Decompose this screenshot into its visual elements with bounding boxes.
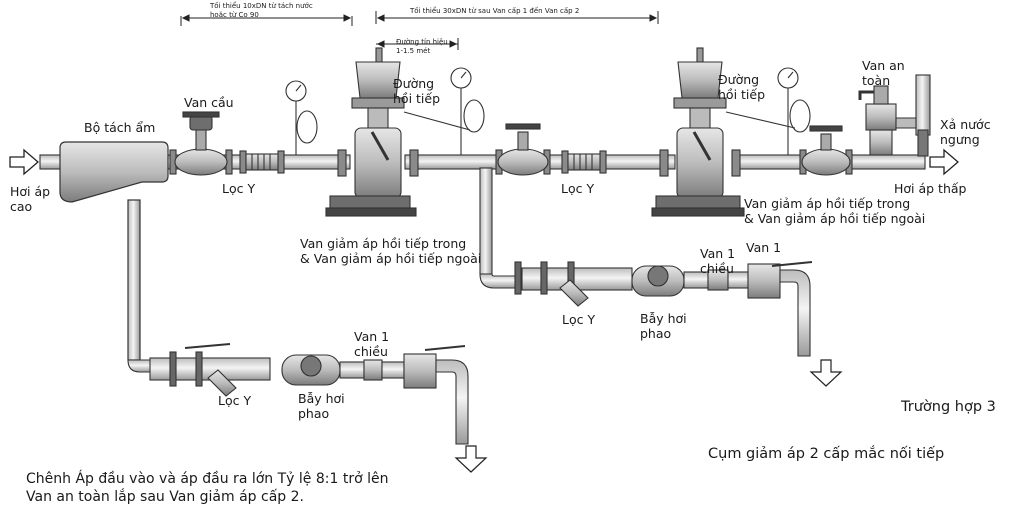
y-strainer-main-2 xyxy=(561,150,607,174)
pressure-gauge-3 xyxy=(777,67,811,155)
dimension-left-line2: hoặc từ Co 90 xyxy=(210,11,259,19)
outlet-arrow-icon xyxy=(929,148,959,176)
prv-label-2-line2: & Van giảm áp hồi tiếp ngoài xyxy=(744,211,926,226)
feedback-label-2-line1: Đường xyxy=(718,72,760,87)
safety-valve-label-line1: Van an xyxy=(862,58,905,73)
inlet-label-line2: cao xyxy=(10,199,33,214)
case-label: Trường hợp 3 xyxy=(901,399,996,415)
prv-label-1-line1: Van giảm áp hồi tiếp trong xyxy=(300,236,467,251)
pressure-gauge-2 xyxy=(450,67,485,155)
trap1-check-line2: chiều xyxy=(354,344,388,359)
drain-label-line2: ngưng xyxy=(940,132,980,147)
safety-valve-label: Van an toàn xyxy=(862,58,905,88)
safety-valve xyxy=(858,85,897,156)
bottom-note-line2: Van an toàn lắp sau Van giảm áp cấp 2. xyxy=(26,489,304,505)
dimension-line-signal xyxy=(376,38,459,50)
prv-label-2: Van giảm áp hồi tiếp trong & Van giảm áp… xyxy=(744,196,925,226)
subtitle-label: Cụm giảm áp 2 cấp mắc nối tiếp xyxy=(708,446,945,462)
prv-label-1: Van giảm áp hồi tiếp trong & Van giảm áp… xyxy=(300,236,481,266)
moisture-separator xyxy=(59,141,169,361)
bottom-note: Chênh Áp đầu vào và áp đầu ra lớn Tỷ lệ … xyxy=(26,470,388,506)
dimension-line-left xyxy=(180,14,353,26)
trap-line-1 xyxy=(127,343,469,445)
trap2-ball-label: Van 1 xyxy=(746,240,782,255)
trap2-check-line2: chiều xyxy=(700,261,734,276)
strainer-label-2: Lọc Y xyxy=(561,181,595,196)
drain-label: Xả nước ngưng xyxy=(940,117,991,147)
strainer-label-1: Lọc Y xyxy=(222,181,256,196)
safety-valve-label-line2: toàn xyxy=(862,73,891,88)
feedback-label-1: Đường hồi tiếp xyxy=(393,76,440,106)
trap1-check-line1: Van 1 xyxy=(354,329,390,344)
drain-arrow-icon-1 xyxy=(454,445,488,473)
pressure-reducing-valve-2 xyxy=(651,47,745,217)
trap1-float-label: Bẫy hơi phao xyxy=(298,391,345,421)
globe-valve-2 xyxy=(495,123,551,176)
signal-line2: 1-1.5 mét xyxy=(396,47,431,55)
prv-label-2-line1: Van giảm áp hồi tiếp trong xyxy=(744,196,911,211)
trap2-float-line1: Bẫy hơi xyxy=(640,311,687,326)
feedback-label-1-line1: Đường xyxy=(393,76,435,91)
trap-line-2 xyxy=(479,167,813,357)
dimension-right-text: Tối thiểu 30xDN từ sau Van cấp 1 đến Van… xyxy=(410,7,580,15)
drain-label-line1: Xả nước xyxy=(940,117,991,132)
trap1-float-line2: phao xyxy=(298,406,330,421)
trap2-check-label: Van 1 chiều xyxy=(700,246,735,276)
signal-line1: Đường tín hiệu xyxy=(396,38,448,46)
outlet-label: Hơi áp thấp xyxy=(894,181,967,196)
trap2-float-label: Bẫy hơi phao xyxy=(640,311,687,341)
globe-valve-label: Van cầu xyxy=(184,95,234,110)
globe-valve-3 xyxy=(799,125,853,176)
feedback-label-2: Đường hồi tiếp xyxy=(718,72,765,102)
feedback-label-1-line2: hồi tiếp xyxy=(393,91,441,106)
signal-line-text: Đường tín hiệu 1-1.5 mét xyxy=(396,38,448,56)
inlet-label-line1: Hơi áp xyxy=(10,184,51,199)
trap2-float-line2: phao xyxy=(640,326,672,341)
pressure-gauge-1 xyxy=(285,80,318,155)
bottom-note-line1: Chênh Áp đầu vào và áp đầu ra lớn Tỷ lệ … xyxy=(26,471,389,487)
trap2-strainer-label: Lọc Y xyxy=(562,312,596,327)
dimension-line-right xyxy=(375,11,659,24)
separator-label: Bộ tách ẩm xyxy=(84,120,156,135)
prv-label-1-line2: & Van giảm áp hồi tiếp ngoài xyxy=(300,251,482,266)
dimension-left-line1: Tối thiểu 10xDN từ tách nước xyxy=(210,2,313,10)
globe-valve xyxy=(169,111,233,176)
y-strainer-main-1 xyxy=(239,150,285,174)
inlet-label: Hơi áp cao xyxy=(10,184,50,214)
feedback-line-1 xyxy=(403,111,471,131)
dimension-left-text: Tối thiểu 10xDN từ tách nước hoặc từ Co … xyxy=(210,2,313,20)
feedback-line-2 xyxy=(725,111,796,129)
trap1-float-line1: Bẫy hơi xyxy=(298,391,345,406)
trap1-check-label: Van 1 chiều xyxy=(354,329,389,359)
inlet-arrow-icon xyxy=(9,148,39,176)
drain-arrow-icon-2 xyxy=(809,359,843,387)
trap1-strainer-label: Lọc Y xyxy=(218,393,252,408)
pressure-reducing-valve-1 xyxy=(325,47,419,217)
feedback-label-2-line2: hồi tiếp xyxy=(718,87,766,102)
drain-pipe xyxy=(895,74,931,157)
trap2-check-line1: Van 1 xyxy=(700,246,736,261)
